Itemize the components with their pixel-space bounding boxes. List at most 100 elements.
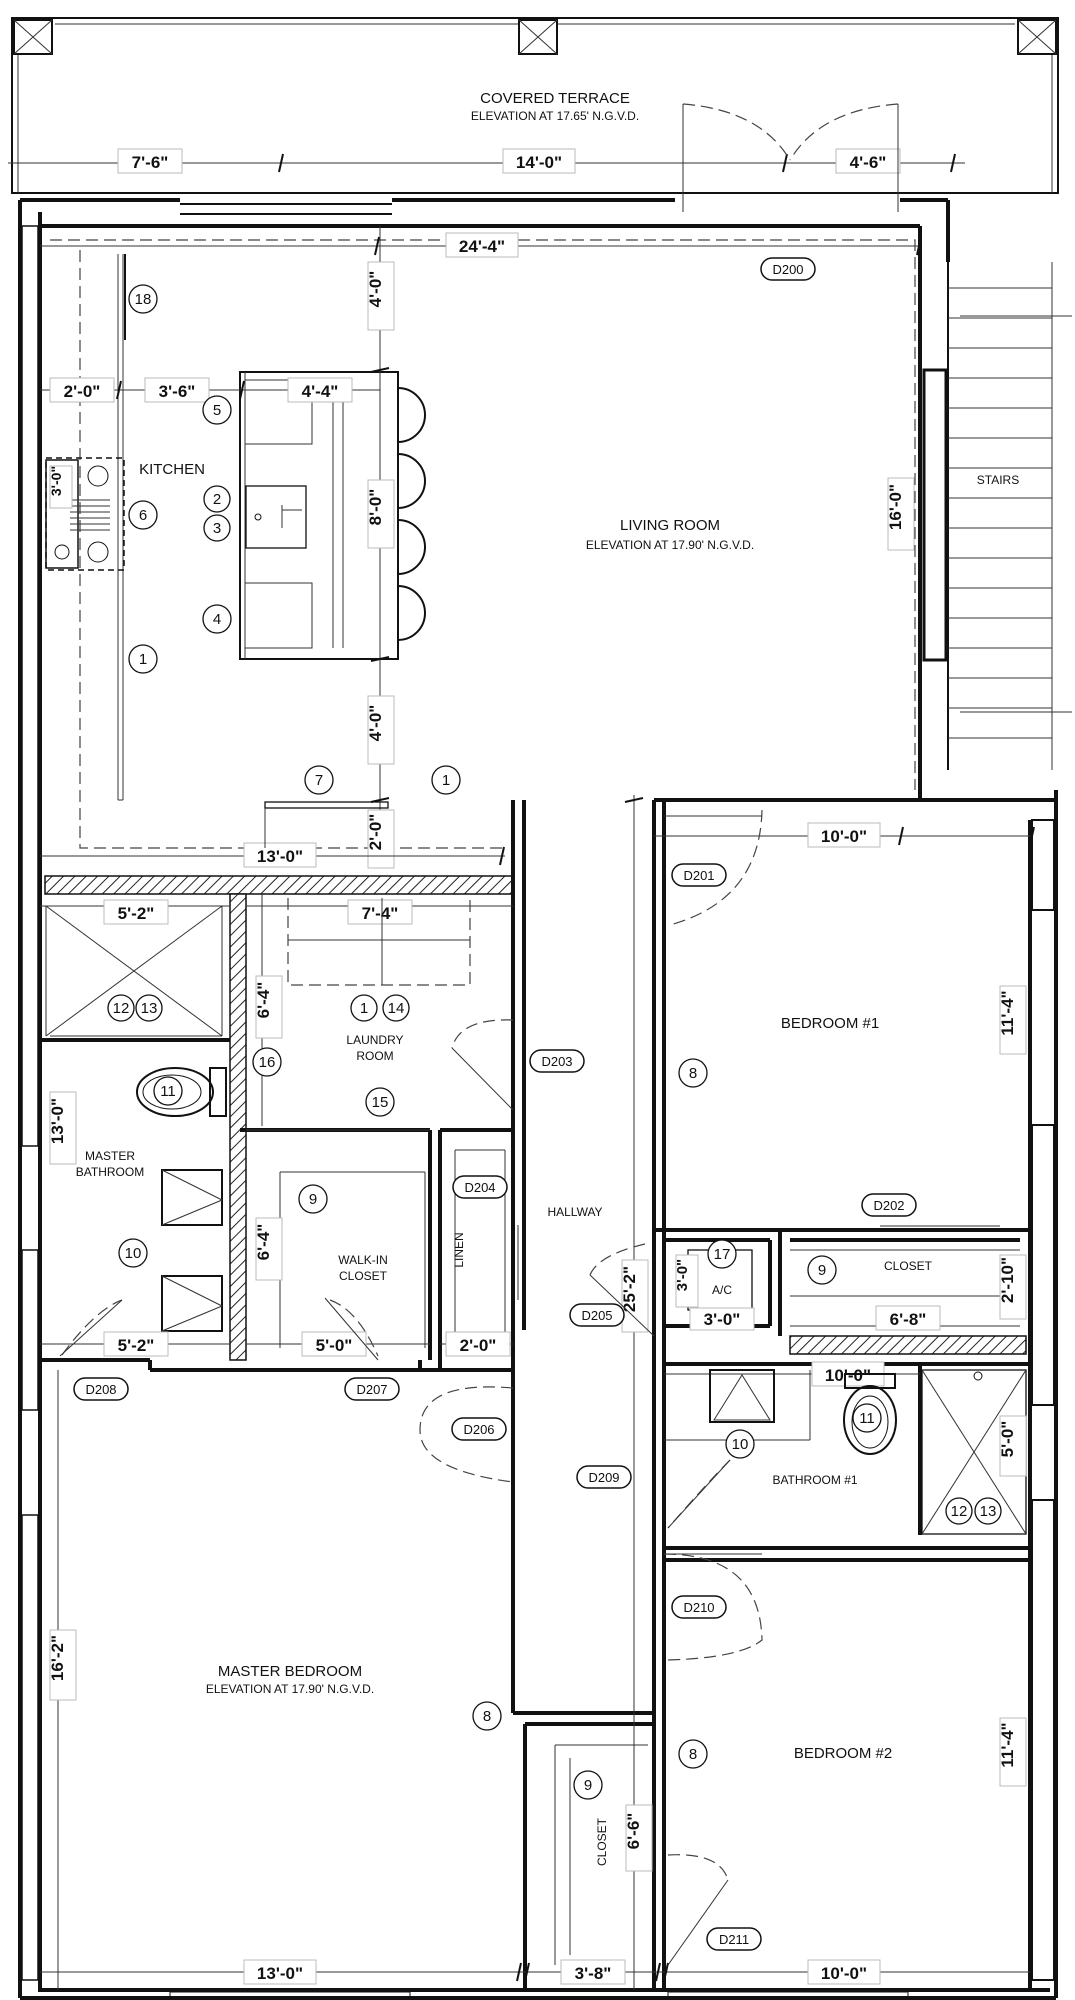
svg-text:11: 11 (160, 1083, 176, 1100)
svg-text:11'-4": 11'-4" (998, 990, 1017, 1035)
dim-laundry-height: 6'-4" (254, 975, 283, 1039)
svg-text:2'-0": 2'-0" (366, 814, 385, 851)
svg-text:4'-0": 4'-0" (366, 271, 385, 308)
svg-text:5'-2": 5'-2" (118, 904, 155, 923)
terrace-door-swing-right (789, 103, 899, 161)
dim-kitchen-top-gap: 4'-0" (366, 261, 395, 331)
dim-living-width: 24'-4" (445, 232, 519, 258)
svg-text:13'-0": 13'-0" (257, 847, 303, 866)
svg-text:10'-0": 10'-0" (821, 827, 867, 846)
covered-terrace: COVERED TERRACE ELEVATION AT 17.65' N.G.… (8, 17, 1059, 212)
svg-text:D203: D203 (541, 1054, 572, 1069)
dim-bedroom1-width: 10'-0" (807, 822, 881, 848)
terrace-column-left (13, 19, 53, 55)
svg-text:8'-0": 8'-0" (366, 489, 385, 526)
dim-terrace-left: 7'-6" (117, 148, 183, 174)
living-room-elevation: ELEVATION AT 17.90' N.G.V.D. (586, 538, 754, 552)
dim-shower-width: 5'-2" (103, 899, 169, 925)
svg-text:9: 9 (818, 1262, 826, 1279)
laundry-room: 7'-4" 6'-4" LAUNDRY ROOM (246, 894, 514, 1131)
key-note-1-living: 1 (431, 765, 461, 795)
ac-label: A/C (712, 1283, 732, 1297)
dim-walkin-height: 6'-4" (254, 1217, 283, 1281)
door-tag-d200: D200 (760, 257, 816, 281)
key-note-12-bath1: 12 (945, 1497, 973, 1525)
terrace-door-swing-left (682, 103, 791, 161)
key-note-11-master: 11 (153, 1076, 183, 1106)
dim-kitchen-a: 2'-0" (49, 377, 115, 403)
svg-text:8: 8 (689, 1746, 697, 1763)
svg-text:13'-0": 13'-0" (48, 1098, 67, 1144)
svg-text:4'-0": 4'-0" (366, 705, 385, 742)
door-tag-d206: D206 (451, 1417, 507, 1441)
door-tag-d201: D201 (671, 863, 727, 887)
svg-text:D204: D204 (464, 1180, 495, 1195)
walkin-title-2: CLOSET (339, 1269, 388, 1283)
dim-kitchen-wall-gap: 2'-0" (366, 809, 395, 869)
door-d210-swing (663, 1553, 763, 1661)
svg-text:6'-4": 6'-4" (254, 1224, 273, 1261)
svg-text:13: 13 (980, 1503, 997, 1520)
dim-kitchen-depth: 13'-0" (243, 842, 317, 868)
svg-text:5'-0": 5'-0" (998, 1421, 1017, 1458)
svg-text:2'-0": 2'-0" (64, 382, 101, 401)
bedroom1-title: BEDROOM #1 (781, 1015, 879, 1032)
terrace-column-mid (518, 19, 558, 55)
kitchen-range: 3'-0" (45, 457, 125, 571)
laundry-title-1: LAUNDRY (346, 1033, 403, 1047)
dim-island-length: 8'-0" (366, 479, 395, 549)
dim-master-bed-width: 13'-0" (243, 1959, 317, 1985)
svg-text:10: 10 (125, 1245, 142, 1262)
dim-vanity-width: 5'-2" (103, 1331, 169, 1357)
svg-text:15: 15 (372, 1094, 389, 1111)
svg-text:7'-6": 7'-6" (132, 153, 169, 172)
door-tag-d208: D208 (73, 1377, 129, 1401)
hallway: HALLWAY 25'-2" (419, 795, 655, 1990)
svg-text:1: 1 (139, 651, 147, 668)
dim-bath1-height: 5'-0" (998, 1415, 1027, 1477)
dim-linen-width: 2'-0" (445, 1331, 511, 1357)
bar-stool (397, 519, 426, 575)
svg-text:11'-4": 11'-4" (998, 1722, 1017, 1767)
key-note-18: 18 (128, 284, 158, 314)
bedroom-1: 10'-0" BEDROOM #1 11'-4" (654, 809, 1035, 1055)
door-tag-d209: D209 (576, 1465, 632, 1489)
svg-text:16: 16 (259, 1054, 276, 1071)
door-tag-d205: D205 (569, 1303, 625, 1327)
svg-text:3'-0": 3'-0" (704, 1310, 741, 1329)
svg-text:D207: D207 (356, 1382, 387, 1397)
linen-closet: LINEN 2'-0" (440, 1149, 519, 1357)
svg-text:5'-0": 5'-0" (316, 1336, 353, 1355)
master-bath-title-2: BATHROOM (76, 1165, 144, 1179)
dim-ac-height: 3'-0" (674, 1254, 699, 1308)
svg-text:12: 12 (113, 1000, 130, 1017)
dim-closet-b1-width: 6'-8" (875, 1305, 941, 1331)
door-d205-swing (589, 1243, 646, 1276)
svg-text:10'-0": 10'-0" (825, 1366, 871, 1385)
svg-text:7'-4": 7'-4" (362, 904, 399, 923)
svg-text:17: 17 (714, 1246, 731, 1263)
vanity-sink-icon (161, 1169, 223, 1226)
key-note-16: 16 (252, 1047, 282, 1077)
door-d207-swing (329, 1299, 379, 1357)
dim-master-bed-height: 16'-2" (48, 1629, 77, 1701)
svg-text:11: 11 (859, 1410, 875, 1427)
kitchen-island (239, 371, 426, 660)
toilet-icon (136, 1067, 227, 1117)
dim-ac-width: 3'-0" (689, 1307, 755, 1331)
key-note-13-master: 13 (135, 994, 163, 1022)
svg-text:4'-4": 4'-4" (302, 382, 339, 401)
dim-island-bottom-gap: 4'-0" (366, 695, 395, 765)
key-note-11-bath1: 11 (852, 1403, 882, 1433)
svg-text:5'-2": 5'-2" (118, 1336, 155, 1355)
svg-text:5: 5 (213, 402, 221, 419)
door-tag-d211: D211 (706, 1927, 762, 1951)
key-note-12-master: 12 (107, 994, 135, 1022)
closet-bedroom-2: CLOSET 6'-6" 3'-8" (554, 1744, 653, 1985)
hallway-title: HALLWAY (547, 1205, 602, 1219)
dim-hallway-length: 25'-2" (620, 1259, 649, 1333)
svg-text:14: 14 (388, 1000, 405, 1017)
svg-text:6'-8": 6'-8" (890, 1310, 927, 1329)
svg-text:3'-8": 3'-8" (575, 1964, 612, 1983)
